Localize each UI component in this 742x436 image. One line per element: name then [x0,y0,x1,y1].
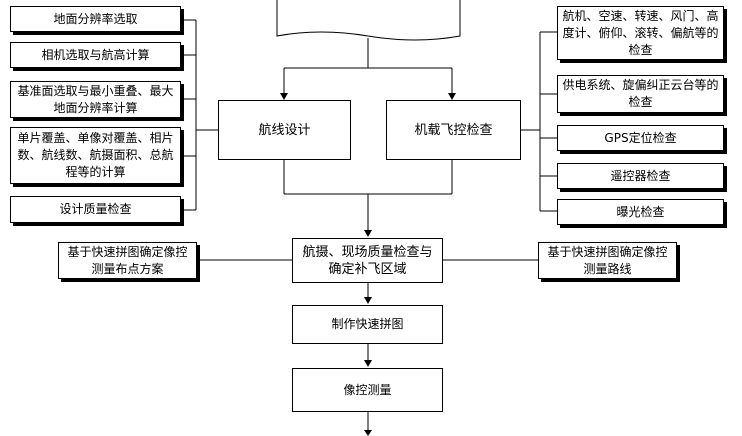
right-item-exposure-check: 曝光检查 [557,199,724,225]
left-item-datum: 基准面选取与最小重叠、最大地面分辨率计算 [10,81,181,118]
control-layout-plan-node: 基于快速拼图确定像控测量布点方案 [58,242,197,279]
aerial-quality-check-node: 航摄、现场质量检查与确定补飞区域 [292,238,443,283]
right-item-remote-check: 遥控器检查 [557,163,724,189]
left-item-quality: 设计质量检查 [10,196,181,223]
control-survey-node: 像控测量 [292,368,443,412]
flight-control-check-node: 机载飞控检查 [386,100,521,160]
control-route-node: 基于快速拼图确定像控测量路线 [538,242,677,279]
right-item-gps-check: GPS定位检查 [557,125,724,151]
quick-mosaic-node: 制作快速拼图 [292,305,443,344]
route-design-node: 航线设计 [218,100,351,160]
left-item-coverage: 单片覆盖、单像对覆盖、相片数、航线数、航摄面积、总航程等的计算 [10,127,181,184]
right-item-aircraft-check: 航机、空速、转速、风门、高度计、俯仰、滚转、偏航等的检查 [557,6,724,60]
top-document-shape [276,0,461,41]
right-item-power-check: 供电系统、旋偏纠正云台等的检查 [557,75,724,113]
left-item-camera: 相机选取与航高计算 [10,42,181,68]
left-item-resolution: 地面分辨率选取 [10,6,181,32]
